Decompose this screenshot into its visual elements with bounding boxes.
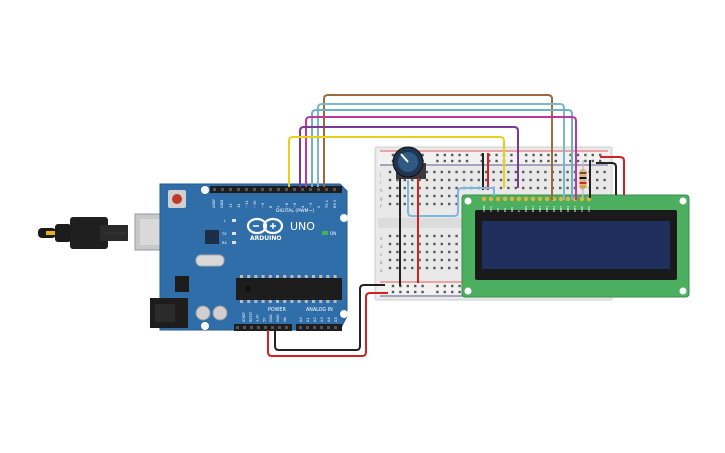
analog-pin-label: A3 [320,317,324,322]
lcd-pin-label: DB5 [559,206,563,212]
digital-pin-label: ~6 [285,202,289,208]
status-leds: L TX RX [221,219,236,245]
analog-pin-label: A2 [313,317,317,322]
digital-pin-labels: 13 12 ~11 ~10 ~9 8 7 ~6 ~5 4 ~3 2 TX 1 RX 0 AREF GND [212,199,337,209]
power-pin-label: RESET [249,310,253,322]
lcd-pin-label: DB6 [566,206,570,212]
row-label-a: a [380,268,383,273]
arduino-logo-text: ARDUINO [250,235,281,242]
digital-pin-label: ~11 [245,200,249,208]
wire-lightblue-wiper [407,180,495,217]
board-model-label: UNO [290,220,315,233]
analog-pin-label: A0 [299,317,303,322]
row-label-b: b [380,260,383,265]
power-header[interactable] [234,324,292,331]
digital-label: DIGITAL (PWM~) [276,208,314,214]
row-label-i: i [380,180,381,185]
arduino-uno-board[interactable]: 13 12 ~11 ~10 ~9 8 7 ~6 ~5 4 ~3 2 TX 1 RX 0 AREF GND DI… [38,183,348,331]
wire-yellow [288,136,505,188]
breadboard-row-labels: j i h g f e d c b a [379,172,383,273]
lcd-pin-label: V0 [496,208,500,212]
digital-pin-label: 12 [237,203,241,208]
lcd-pin-label: DB3 [545,206,549,212]
usb-cable[interactable] [38,217,128,249]
digital-pin-label: 13 [229,203,233,208]
on-led [322,231,328,235]
analog-pin-label: A4 [327,317,331,322]
lcd-pin-label: LED [580,205,584,212]
row-label-f: f [380,204,382,209]
digital-pin-label: ~10 [253,200,257,208]
digital-pin-label: 2 [317,206,321,208]
row-label-c: c [380,252,382,257]
digital-pin-label: ~3 [309,203,313,208]
digital-pin-label: ~5 [293,203,297,208]
lcd-screen [482,221,670,269]
digital-pin-label: AREF [212,199,216,208]
rx-led-label: RX [222,241,227,245]
row-label-d: d [380,244,383,249]
power-pin-label: 5V [262,317,266,322]
wire-black-gnd [274,284,385,351]
lcd-pin-label: LED [587,205,591,212]
digital-pin-label: GND [220,200,224,208]
jumper-wires[interactable] [267,94,625,357]
tx-led-label: TX [221,232,227,236]
digital-pin-label: 8 [269,205,273,208]
row-label-j: j [379,172,381,177]
atmega-chip [236,275,342,303]
l-led-label: L [224,219,226,223]
lcd-pin-label: RS [503,208,507,212]
power-pin-label: Vin [283,317,287,322]
wire-cyan-2 [311,109,573,200]
power-pin-label: GND [269,314,273,322]
row-label-e: e [380,236,383,241]
resistor[interactable] [579,160,587,198]
lcd-pin-label: DB4 [552,206,556,212]
analog-header[interactable] [296,324,342,331]
lcd-pin-label: DB7 [573,206,577,212]
digital-pin-label: ~9 [261,202,265,208]
digital-pin-label: RX 0 [333,199,337,208]
lcd-pin-label: DB1 [531,206,535,212]
digital-header[interactable] [210,186,342,193]
lcd-pin-label: E [517,210,521,212]
power-pin-label: 3.3V [256,314,260,322]
wire-purple-dark [299,126,519,188]
analog-label: ANALOG IN [306,307,333,313]
analog-pin-label: A1 [306,317,310,322]
row-label-h: h [380,188,383,193]
power-pin-label: GND [276,314,280,322]
row-label-g: g [380,196,383,201]
digital-pin-label: 7 [277,206,281,208]
lcd-pin-label: DB2 [538,206,542,212]
lcd-pin-label: RW [510,207,514,212]
potentiometer[interactable] [392,146,426,179]
analog-pin-label: A5 [334,317,338,322]
wire-cyan [317,103,565,200]
digital-pin-label: TX 1 [325,200,329,209]
wire-brown [323,94,553,200]
lcd-pin-label: GND [482,204,486,212]
arduino-logo-icon [246,217,284,235]
wire-red-5v [267,292,388,357]
on-led-label: ON [330,231,336,236]
lcd-pin-label: DB0 [524,206,528,212]
wire-purple [305,116,577,200]
reset-button[interactable] [168,190,186,208]
digital-pin-label: 4 [301,205,305,208]
wire-black-right [596,162,617,195]
wire-red-right [600,156,625,195]
lcd-pin-label: VCC [489,206,493,212]
power-pin-label: IOREF [242,312,246,322]
power-label: POWER [268,307,286,313]
